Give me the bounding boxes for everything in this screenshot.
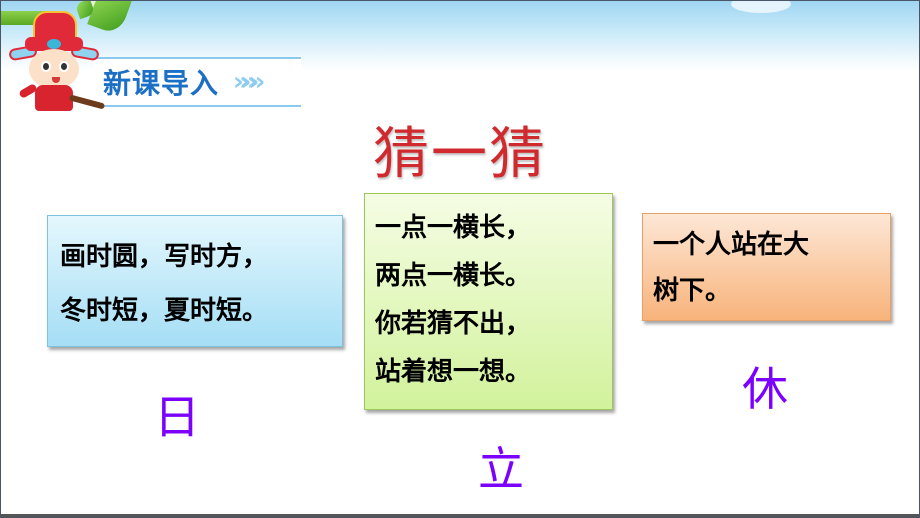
mouth	[52, 77, 60, 83]
robe	[35, 85, 73, 111]
section-header: 新课导入 »»»	[93, 57, 301, 107]
hat-gem	[47, 39, 61, 49]
brush-icon	[68, 94, 106, 110]
riddle-card-3: 一个人站在大 树下。	[642, 213, 891, 321]
eye	[41, 61, 51, 72]
riddle-line: 冬时短，夏时短。	[60, 296, 269, 326]
mascot-boy-illustration	[8, 9, 106, 111]
eye	[59, 61, 69, 72]
riddle-line: 一点一横长，	[375, 213, 532, 243]
riddle-line: 树下。	[653, 276, 732, 306]
riddle-card-2: 一点一横长， 两点一横长。 你若猜不出， 站着想一想。	[364, 193, 613, 410]
riddle-answer-1: 日	[154, 390, 200, 444]
hat	[33, 11, 77, 41]
riddle-line: 一个人站在大	[653, 230, 810, 260]
riddle-line: 画时圆，写时方，	[60, 242, 269, 272]
riddle-line: 站着想一想。	[375, 357, 532, 387]
riddle-card-1: 画时圆，写时方， 冬时短，夏时短。	[47, 215, 343, 347]
bottom-divider	[1, 514, 919, 517]
riddle-answer-2: 立	[478, 442, 524, 496]
page-title: 猜一猜	[373, 122, 547, 187]
face	[29, 49, 79, 89]
riddle-line: 两点一横长。	[375, 261, 532, 291]
double-chevron-right-icon: »»»	[233, 67, 266, 97]
riddle-line: 你若猜不出，	[375, 309, 532, 339]
cloud-decoration	[731, 1, 791, 13]
riddle-answer-3: 休	[742, 362, 788, 416]
section-title: 新课导入	[103, 67, 220, 100]
